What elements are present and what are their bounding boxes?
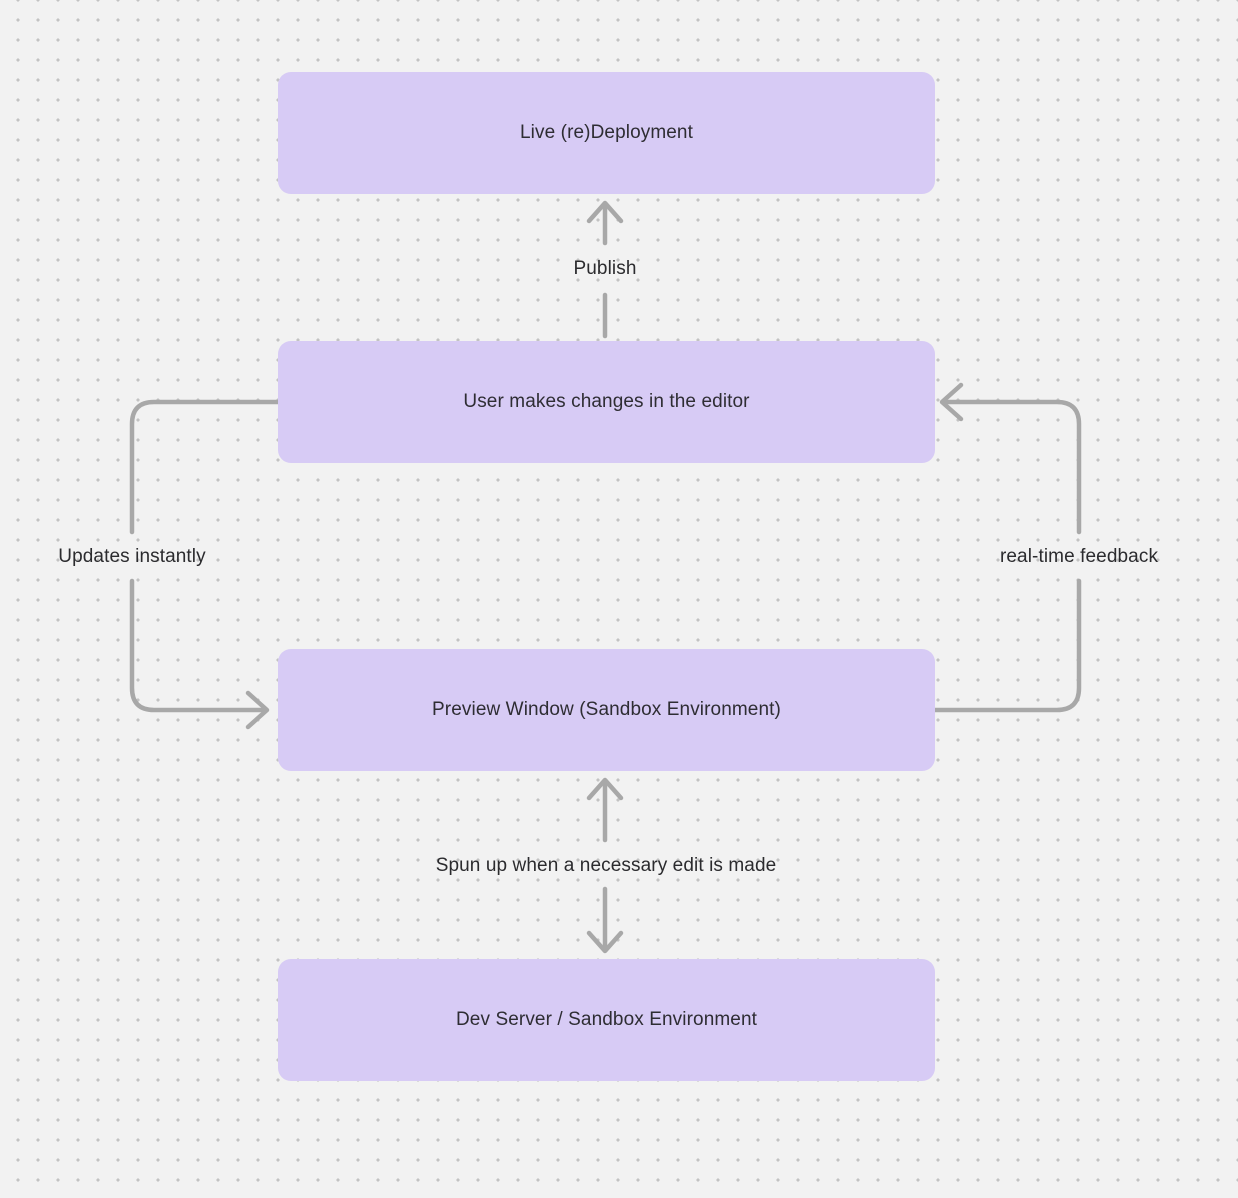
edge-label-updates-instantly: Updates instantly bbox=[58, 546, 206, 567]
edge-label-realtime-feedback: real-time feedback bbox=[999, 546, 1159, 567]
node-preview-window[interactable]: Preview Window (Sandbox Environment) bbox=[278, 649, 935, 771]
node-user-editor[interactable]: User makes changes in the editor bbox=[278, 341, 935, 463]
node-label: Live (re)Deployment bbox=[520, 122, 693, 143]
edge-label-spun-up: Spun up when a necessary edit is made bbox=[435, 855, 777, 876]
node-label: Dev Server / Sandbox Environment bbox=[455, 1009, 757, 1030]
node-dev-server[interactable]: Dev Server / Sandbox Environment bbox=[278, 959, 935, 1081]
node-label: User makes changes in the editor bbox=[463, 391, 750, 412]
node-label: Preview Window (Sandbox Environment) bbox=[432, 699, 781, 720]
edge-label-publish: Publish bbox=[573, 258, 637, 279]
node-live-redeployment[interactable]: Live (re)Deployment bbox=[278, 72, 935, 194]
